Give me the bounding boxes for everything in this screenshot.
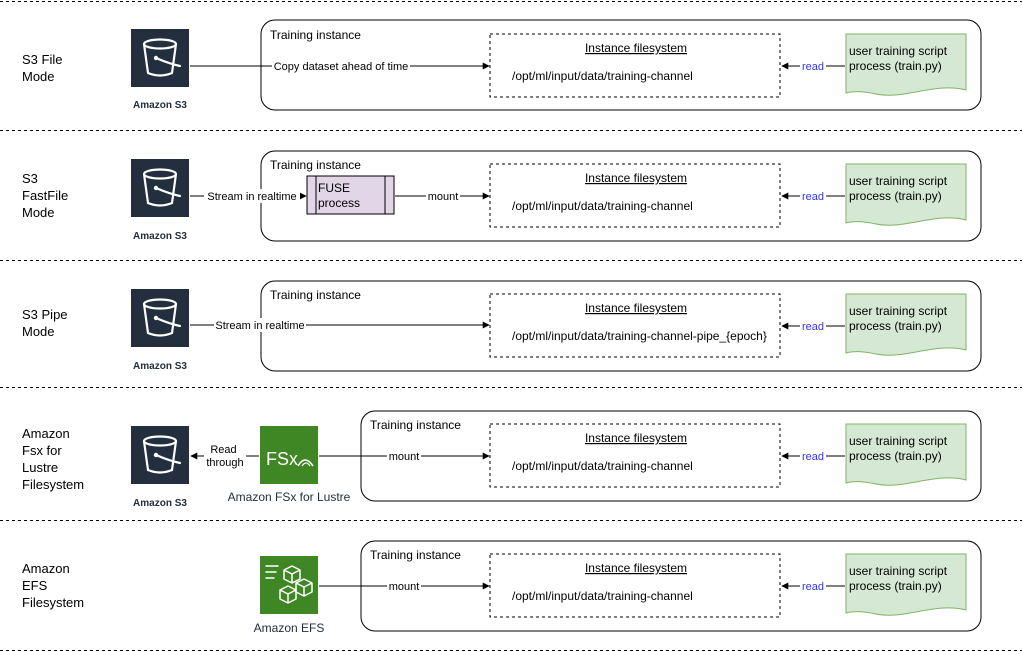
training-instance-label: Training instance <box>270 288 361 302</box>
instance-filesystem-title: Instance filesystem <box>585 171 687 185</box>
mount-label-bg <box>387 449 421 463</box>
row-fsx-lustre: Amazon Fsx for Lustre Filesystem Amazon … <box>22 410 982 509</box>
connector-label: Stream in realtime <box>215 320 304 332</box>
fsx-service-name: Amazon FSx for Lustre <box>228 490 351 504</box>
training-script-document <box>845 293 967 356</box>
fuse-process-label: FUSE process <box>318 181 360 210</box>
s3-service-name: Amazon S3 <box>133 231 187 242</box>
read-label-bg <box>800 580 826 593</box>
row-s3-pipe-mode: S3 Pipe Mode Amazon S3 Training instance… <box>22 280 982 372</box>
instance-filesystem-box <box>489 33 781 98</box>
instance-filesystem-box <box>489 293 781 358</box>
training-instance-label: Training instance <box>370 418 461 432</box>
instance-filesystem-title: Instance filesystem <box>585 301 687 315</box>
training-script-document <box>845 553 967 616</box>
read-label-bg <box>800 60 826 73</box>
s3-bucket-icon <box>131 29 189 87</box>
mode-label: Amazon Fsx for Lustre Filesystem <box>22 426 84 492</box>
filesystem-path: /opt/ml/input/data/training-channel <box>512 69 693 83</box>
training-script-label: user training script process (train.py) <box>849 434 950 463</box>
training-instance-label: Training instance <box>370 548 461 562</box>
training-script-label: user training script process (train.py) <box>849 564 950 593</box>
fuse-process-box <box>306 175 395 215</box>
s3-bucket-icon <box>131 289 189 347</box>
filesystem-path: /opt/ml/input/data/training-channel-pipe… <box>512 329 767 343</box>
row-s3-file-mode: S3 File Mode Amazon S3 Training instance… <box>22 19 982 111</box>
training-script-document <box>845 33 967 96</box>
instance-filesystem-box <box>489 163 781 228</box>
s3-service-name: Amazon S3 <box>133 100 187 111</box>
fsx-glyph: FSx <box>266 449 298 469</box>
instance-filesystem-title: Instance filesystem <box>585 431 687 445</box>
training-script-label: user training script process (train.py) <box>849 174 950 203</box>
mode-label: S3 Pipe Mode <box>22 307 71 339</box>
instance-filesystem-title: Instance filesystem <box>585 41 687 55</box>
training-instance-label: Training instance <box>270 158 361 172</box>
s3-bucket-icon <box>131 159 189 217</box>
instance-filesystem-box <box>489 423 781 488</box>
filesystem-path: /opt/ml/input/data/training-channel <box>512 589 693 603</box>
mount-label: mount <box>389 451 420 463</box>
mode-label: S3 FastFile Mode <box>22 171 72 220</box>
s3-service-name: Amazon S3 <box>133 361 187 372</box>
s3-service-name: Amazon S3 <box>133 498 187 509</box>
read-label: read <box>802 321 824 333</box>
fsx-lustre-icon: FSx <box>260 426 318 484</box>
mount-label-bg <box>387 579 421 593</box>
row-efs: Amazon EFS Filesystem Amazon EFS Trainin… <box>22 540 982 635</box>
read-label: read <box>802 581 824 593</box>
read-label-bg <box>800 190 826 203</box>
mode-label: Amazon EFS Filesystem <box>22 561 84 610</box>
training-script-label: user training script process (train.py) <box>849 44 950 73</box>
read-through-label: Read through <box>206 444 243 469</box>
mode-label: S3 File Mode <box>22 52 66 84</box>
training-script-label: user training script process (train.py) <box>849 304 950 333</box>
row-s3-fastfile-mode: S3 FastFile Mode Amazon S3 Training inst… <box>22 150 982 242</box>
connector-label-bg <box>272 59 410 73</box>
mount-label: mount <box>389 581 420 593</box>
read-label: read <box>802 451 824 463</box>
read-label-bg <box>800 320 826 333</box>
filesystem-path: /opt/ml/input/data/training-channel <box>512 459 693 473</box>
connector-label: Stream in realtime <box>207 191 296 203</box>
connector-label-bg <box>214 318 306 332</box>
mount-label-bg <box>426 189 460 203</box>
training-script-document <box>845 423 967 486</box>
read-through-label-bg <box>204 443 246 469</box>
efs-service-name: Amazon EFS <box>254 621 325 635</box>
instance-filesystem-box <box>489 553 781 618</box>
training-script-document <box>845 163 967 226</box>
read-label: read <box>802 191 824 203</box>
s3-bucket-icon <box>131 426 189 484</box>
mount-label: mount <box>428 191 459 203</box>
read-label-bg <box>800 450 826 463</box>
filesystem-path: /opt/ml/input/data/training-channel <box>512 199 693 213</box>
efs-icon <box>260 556 318 614</box>
training-instance-label: Training instance <box>270 28 361 42</box>
instance-filesystem-title: Instance filesystem <box>585 561 687 575</box>
read-label: read <box>802 61 824 73</box>
connector-label-bg <box>204 189 300 203</box>
connector-label: Copy dataset ahead of time <box>274 61 409 73</box>
